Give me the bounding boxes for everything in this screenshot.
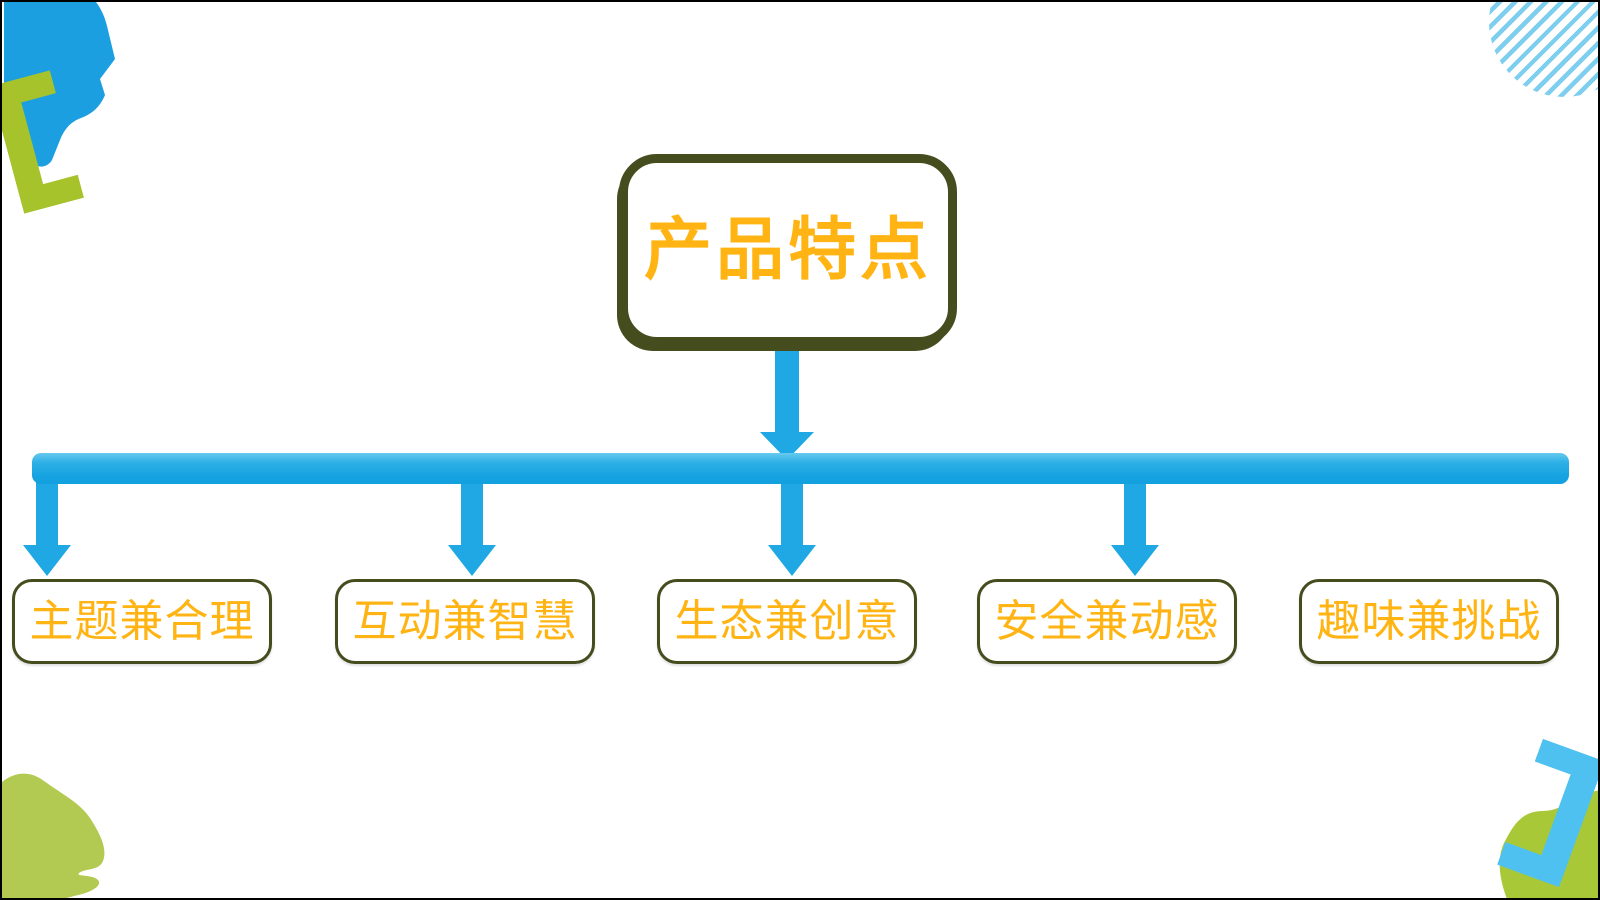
feature-box-5: 趣味兼挑战 [1299, 579, 1559, 664]
feature-label: 生态兼创意 [674, 596, 900, 646]
feature-box-3: 生态兼创意 [657, 579, 917, 664]
striped-circle-decoration [1489, 2, 1598, 97]
bottom-left-green-blob-shape [2, 773, 105, 898]
main-connector-stem [775, 346, 799, 434]
branch-arrow-stem [461, 482, 483, 547]
feature-label: 主题兼合理 [29, 596, 255, 646]
branch-arrow-stem [36, 482, 58, 547]
green-bracket-decoration [0, 70, 84, 214]
feature-label: 互动兼智慧 [352, 596, 578, 646]
title-text: 产品特点 [643, 212, 932, 288]
feature-box-2: 互动兼智慧 [335, 579, 595, 664]
branch-arrow-stem [781, 482, 803, 547]
branch-arrow-stem [1124, 482, 1146, 547]
blue-bracket-decoration [1497, 739, 1600, 887]
feature-label: 安全兼动感 [994, 596, 1220, 646]
branch-arrowhead [768, 545, 816, 576]
feature-box-4: 安全兼动感 [977, 579, 1237, 664]
branch-arrowhead [448, 545, 496, 576]
title-box: 产品特点 [619, 154, 957, 346]
branch-arrowhead [23, 545, 71, 576]
feature-box-1: 主题兼合理 [12, 579, 272, 664]
feature-label: 趣味兼挑战 [1316, 596, 1542, 646]
connector-bar [32, 453, 1569, 484]
branch-arrowhead [1111, 545, 1159, 576]
